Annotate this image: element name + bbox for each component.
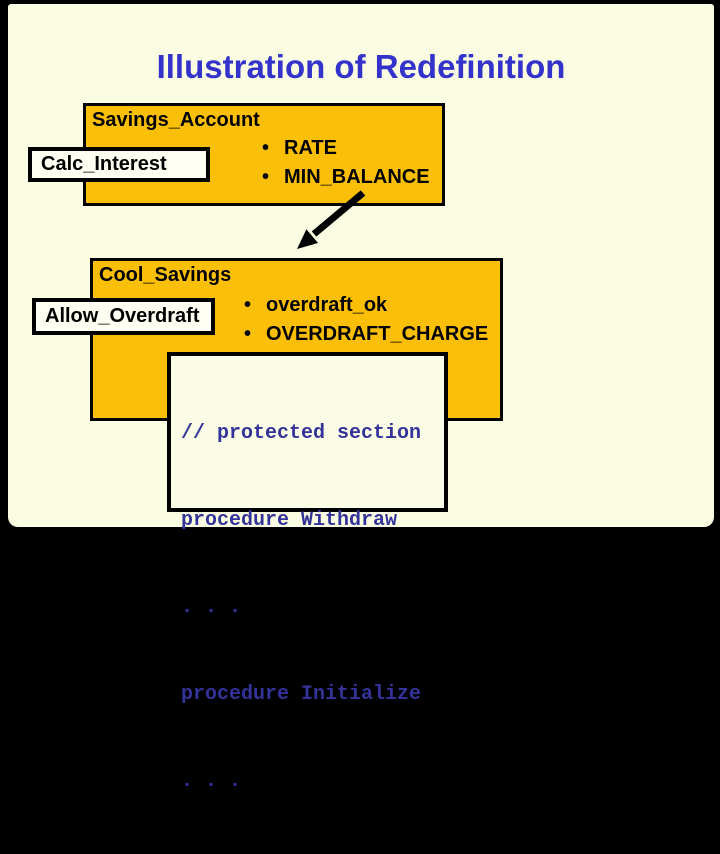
page-title: Illustration of Redefinition (156, 48, 566, 85)
attribute-label: overdraft_ok (266, 294, 388, 316)
attribute-item: • overdraft_ok (244, 291, 488, 320)
derived-method-label: Allow_Overdraft (45, 305, 200, 327)
derived-class-name: Cool_Savings (99, 264, 232, 286)
base-class-attributes: • RATE • MIN_BALANCE (262, 134, 430, 192)
attribute-label: OVERDRAFT_CHARGE (266, 323, 489, 345)
attribute-label: RATE (284, 137, 337, 159)
base-method-label: Calc_Interest (41, 153, 167, 175)
code-line: procedure Withdraw (181, 509, 398, 532)
attribute-label: MIN_BALANCE (284, 166, 430, 188)
attribute-item: • OVERDRAFT_CHARGE (244, 320, 488, 349)
bullet-icon: • (244, 294, 252, 316)
code-line: procedure Initialize (181, 683, 422, 706)
attribute-item: • RATE (262, 134, 430, 163)
base-class-name: Savings_Account (92, 109, 260, 131)
bullet-icon: • (262, 166, 270, 188)
code-line: . . . (181, 770, 242, 793)
base-method-box: Calc_Interest (28, 147, 210, 182)
derived-class-attributes: • overdraft_ok • OVERDRAFT_CHARGE (244, 291, 488, 349)
code-line: // protected section (181, 422, 422, 445)
code-box: // protected section procedure Withdraw … (167, 352, 448, 793)
bullet-icon: • (262, 137, 270, 159)
slide-canvas: Illustration of Redefinition Savings_Acc… (8, 4, 714, 793)
bullet-icon: • (244, 323, 252, 345)
attribute-item: • MIN_BALANCE (262, 163, 430, 192)
inheritance-arrow (297, 190, 366, 249)
derived-method-box: Allow_Overdraft (32, 298, 215, 335)
code-line: . . . (181, 596, 242, 619)
